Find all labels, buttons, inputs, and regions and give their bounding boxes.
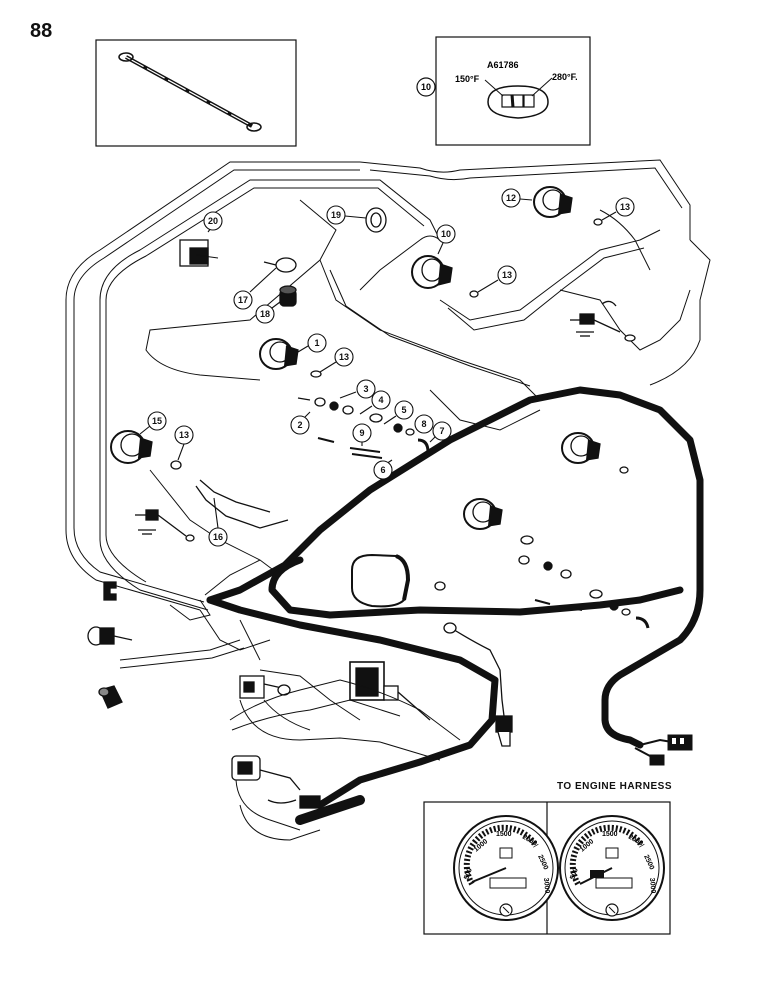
svg-text:9: 9	[359, 428, 364, 438]
svg-text:2: 2	[297, 420, 302, 430]
gauge-low-temp: 150°F	[455, 74, 480, 84]
svg-text:16: 16	[213, 532, 223, 542]
callouts: 1 13 3 4 5 8 7 2 9 6 10 12 13 13 19 20 1…	[139, 188, 635, 547]
components	[87, 186, 650, 841]
sender-16-icon	[135, 479, 289, 542]
svg-text:10: 10	[441, 229, 451, 239]
callout-13-mid: 13	[477, 265, 517, 293]
callout-17: 17	[233, 267, 277, 310]
page-number: 88	[30, 20, 53, 42]
lower-wires	[229, 669, 461, 841]
callout-10: 10	[436, 224, 456, 255]
tach-left-500: 500	[463, 867, 474, 880]
engine-harness-label: TO ENGINE HARNESS	[557, 781, 672, 792]
tach-left-3000: 3000	[542, 878, 550, 894]
bulb-19-icon	[365, 207, 387, 233]
callout-9: 9	[352, 423, 372, 446]
callout-2: 2	[290, 411, 311, 435]
svg-text:13: 13	[620, 202, 630, 212]
temperature-gauge-inset: A61786 150°F 280°F. 10	[416, 36, 591, 146]
svg-text:7: 7	[439, 426, 444, 436]
tach-right-500: 500	[569, 867, 580, 880]
gauge-housing-icon	[351, 553, 411, 608]
bulb-cap-18-icon	[279, 285, 297, 307]
relay-icon	[349, 661, 431, 721]
callout-3: 3	[339, 379, 376, 399]
callout-10-inset: 10	[421, 82, 431, 92]
engine-connector	[634, 734, 693, 766]
svg-text:13: 13	[339, 352, 349, 362]
callout-13-center: 13	[319, 347, 354, 373]
svg-text:1: 1	[314, 338, 319, 348]
callout-6: 6	[373, 459, 393, 480]
svg-text:6: 6	[380, 465, 385, 475]
harness-clip-icon	[103, 581, 117, 601]
sender-top-right-icon	[570, 300, 636, 342]
small-parts-left	[170, 397, 430, 470]
gauge-right-upper-icon	[561, 432, 601, 464]
callout-7: 7	[429, 421, 452, 443]
tach-right-3000: 3000	[648, 878, 656, 894]
svg-text:12: 12	[506, 193, 516, 203]
light-switch-icon	[231, 755, 301, 791]
tach-left-1500: 1500	[496, 831, 512, 838]
callout-5: 5	[383, 400, 414, 425]
callout-12: 12	[501, 188, 533, 208]
svg-text:18: 18	[260, 309, 270, 319]
callout-13-top-right: 13	[601, 197, 635, 221]
gauge-1-icon	[259, 338, 299, 370]
engine-harness	[206, 386, 704, 825]
svg-text:19: 19	[331, 210, 341, 220]
tach-right-1500: 1500	[602, 831, 618, 838]
callout-1: 1	[297, 333, 327, 353]
switch-20-icon	[179, 239, 219, 267]
svg-text:4: 4	[378, 395, 383, 405]
tachometer-left: 500 1000 1500 2000 2500 3000	[453, 815, 559, 921]
gauge-10-icon	[411, 255, 453, 289]
gauge-part-number: A61786	[487, 60, 519, 70]
callout-13-left: 13	[174, 425, 194, 461]
callout-15: 15	[139, 411, 167, 435]
connector-block-icon	[267, 795, 321, 809]
tachometer-right: 500 1000 1500 2000 2500 3000	[559, 815, 665, 921]
callout-4: 4	[359, 390, 391, 415]
cab-harness-outline	[65, 159, 711, 669]
callout-8: 8	[414, 414, 434, 434]
lamp-cap-icon	[98, 685, 123, 709]
svg-text:5: 5	[401, 405, 406, 415]
svg-text:8: 8	[421, 419, 426, 429]
callout-18: 18	[255, 301, 281, 324]
svg-text:13: 13	[179, 430, 189, 440]
socket-17-icon	[263, 257, 297, 273]
callout-20: 20	[203, 211, 223, 233]
small-parts-right	[434, 466, 650, 629]
callout-16: 16	[208, 497, 228, 547]
svg-text:3: 3	[363, 384, 368, 394]
svg-text:20: 20	[208, 216, 218, 226]
ground-strap-inset	[95, 39, 297, 147]
sensor-lead-icon	[443, 622, 513, 747]
gauge-high-temp: 280°F.	[552, 72, 578, 82]
tachometer-inset: 500 1000 1500 2000 2500 3000 500 1000 15…	[423, 801, 671, 935]
svg-text:17: 17	[238, 295, 248, 305]
gauge-12-icon	[533, 186, 573, 218]
gauge-15-icon	[110, 430, 153, 464]
callout-19: 19	[326, 205, 367, 225]
svg-text:13: 13	[502, 270, 512, 280]
gauge-right-lower-icon	[463, 498, 503, 530]
lamp-socket-icon	[87, 626, 133, 646]
svg-text:15: 15	[152, 416, 162, 426]
